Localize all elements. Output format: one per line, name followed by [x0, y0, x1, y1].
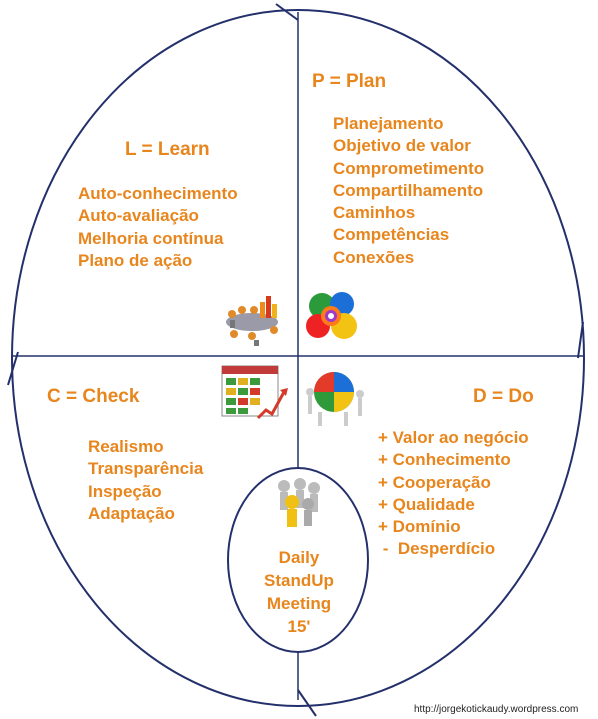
list-item: + Conhecimento	[378, 450, 511, 470]
list-item: Inspeção	[88, 481, 162, 501]
plan-list: Planejamento Objetivo de valor Compromet…	[333, 113, 484, 269]
check-list: Realismo Transparência Inspeção Adaptaçã…	[88, 436, 203, 525]
list-item: Realismo	[88, 437, 164, 456]
list-item: - Desperdício	[378, 539, 496, 559]
list-item: Auto-avaliação	[78, 206, 199, 226]
center-label: Daily StandUp Meeting 15'	[240, 546, 358, 638]
list-item: Compartilhamento	[333, 180, 484, 200]
list-item: Caminhos	[333, 203, 416, 223]
list-item: Competências	[333, 225, 450, 245]
list-item: Objetivo de valor	[333, 136, 471, 156]
list-item: Planejamento	[333, 114, 444, 133]
list-item: Comprometimento	[333, 158, 485, 178]
list-item: Transparência	[88, 459, 204, 479]
checklist-chart-icon	[221, 365, 288, 420]
puzzle-people-icon	[306, 372, 364, 426]
outer-ellipse	[11, 9, 585, 707]
do-list: + Valor ao negócio + Conhecimento + Coop…	[378, 427, 529, 561]
center-line: Meeting	[266, 594, 332, 613]
list-item: Auto-conhecimento	[78, 184, 238, 203]
center-line: Daily	[278, 548, 320, 567]
list-item: Adaptação	[88, 503, 175, 523]
plan-title: P = Plan	[312, 71, 387, 92]
standup-group-icon	[278, 478, 320, 527]
list-item: Melhoria contínua	[78, 228, 224, 248]
list-item: Conexões	[333, 247, 415, 267]
center-line: StandUp	[264, 571, 334, 590]
left-tick	[7, 351, 19, 386]
top-tick	[275, 3, 299, 21]
right-tick	[577, 321, 584, 359]
learn-list: Auto-conhecimento Auto-avaliação Melhori…	[78, 183, 238, 272]
list-item: + Qualidade	[378, 494, 475, 514]
gears-people-icon	[306, 292, 357, 339]
check-title: C = Check	[47, 386, 140, 407]
list-item: + Valor ao negócio	[378, 428, 529, 447]
meeting-table-icon	[226, 296, 278, 346]
list-item: + Cooperação	[378, 472, 491, 492]
center-ellipse	[227, 467, 369, 653]
bottom-tick	[297, 689, 317, 717]
center-line: 15'	[287, 617, 311, 636]
credit-url: http://jorgekotickaudy.wordpress.com	[414, 704, 579, 715]
learn-title: L = Learn	[125, 139, 210, 160]
list-item: + Domínio	[378, 517, 461, 537]
list-item: Plano de ação	[78, 250, 193, 270]
do-title: D = Do	[473, 386, 534, 407]
